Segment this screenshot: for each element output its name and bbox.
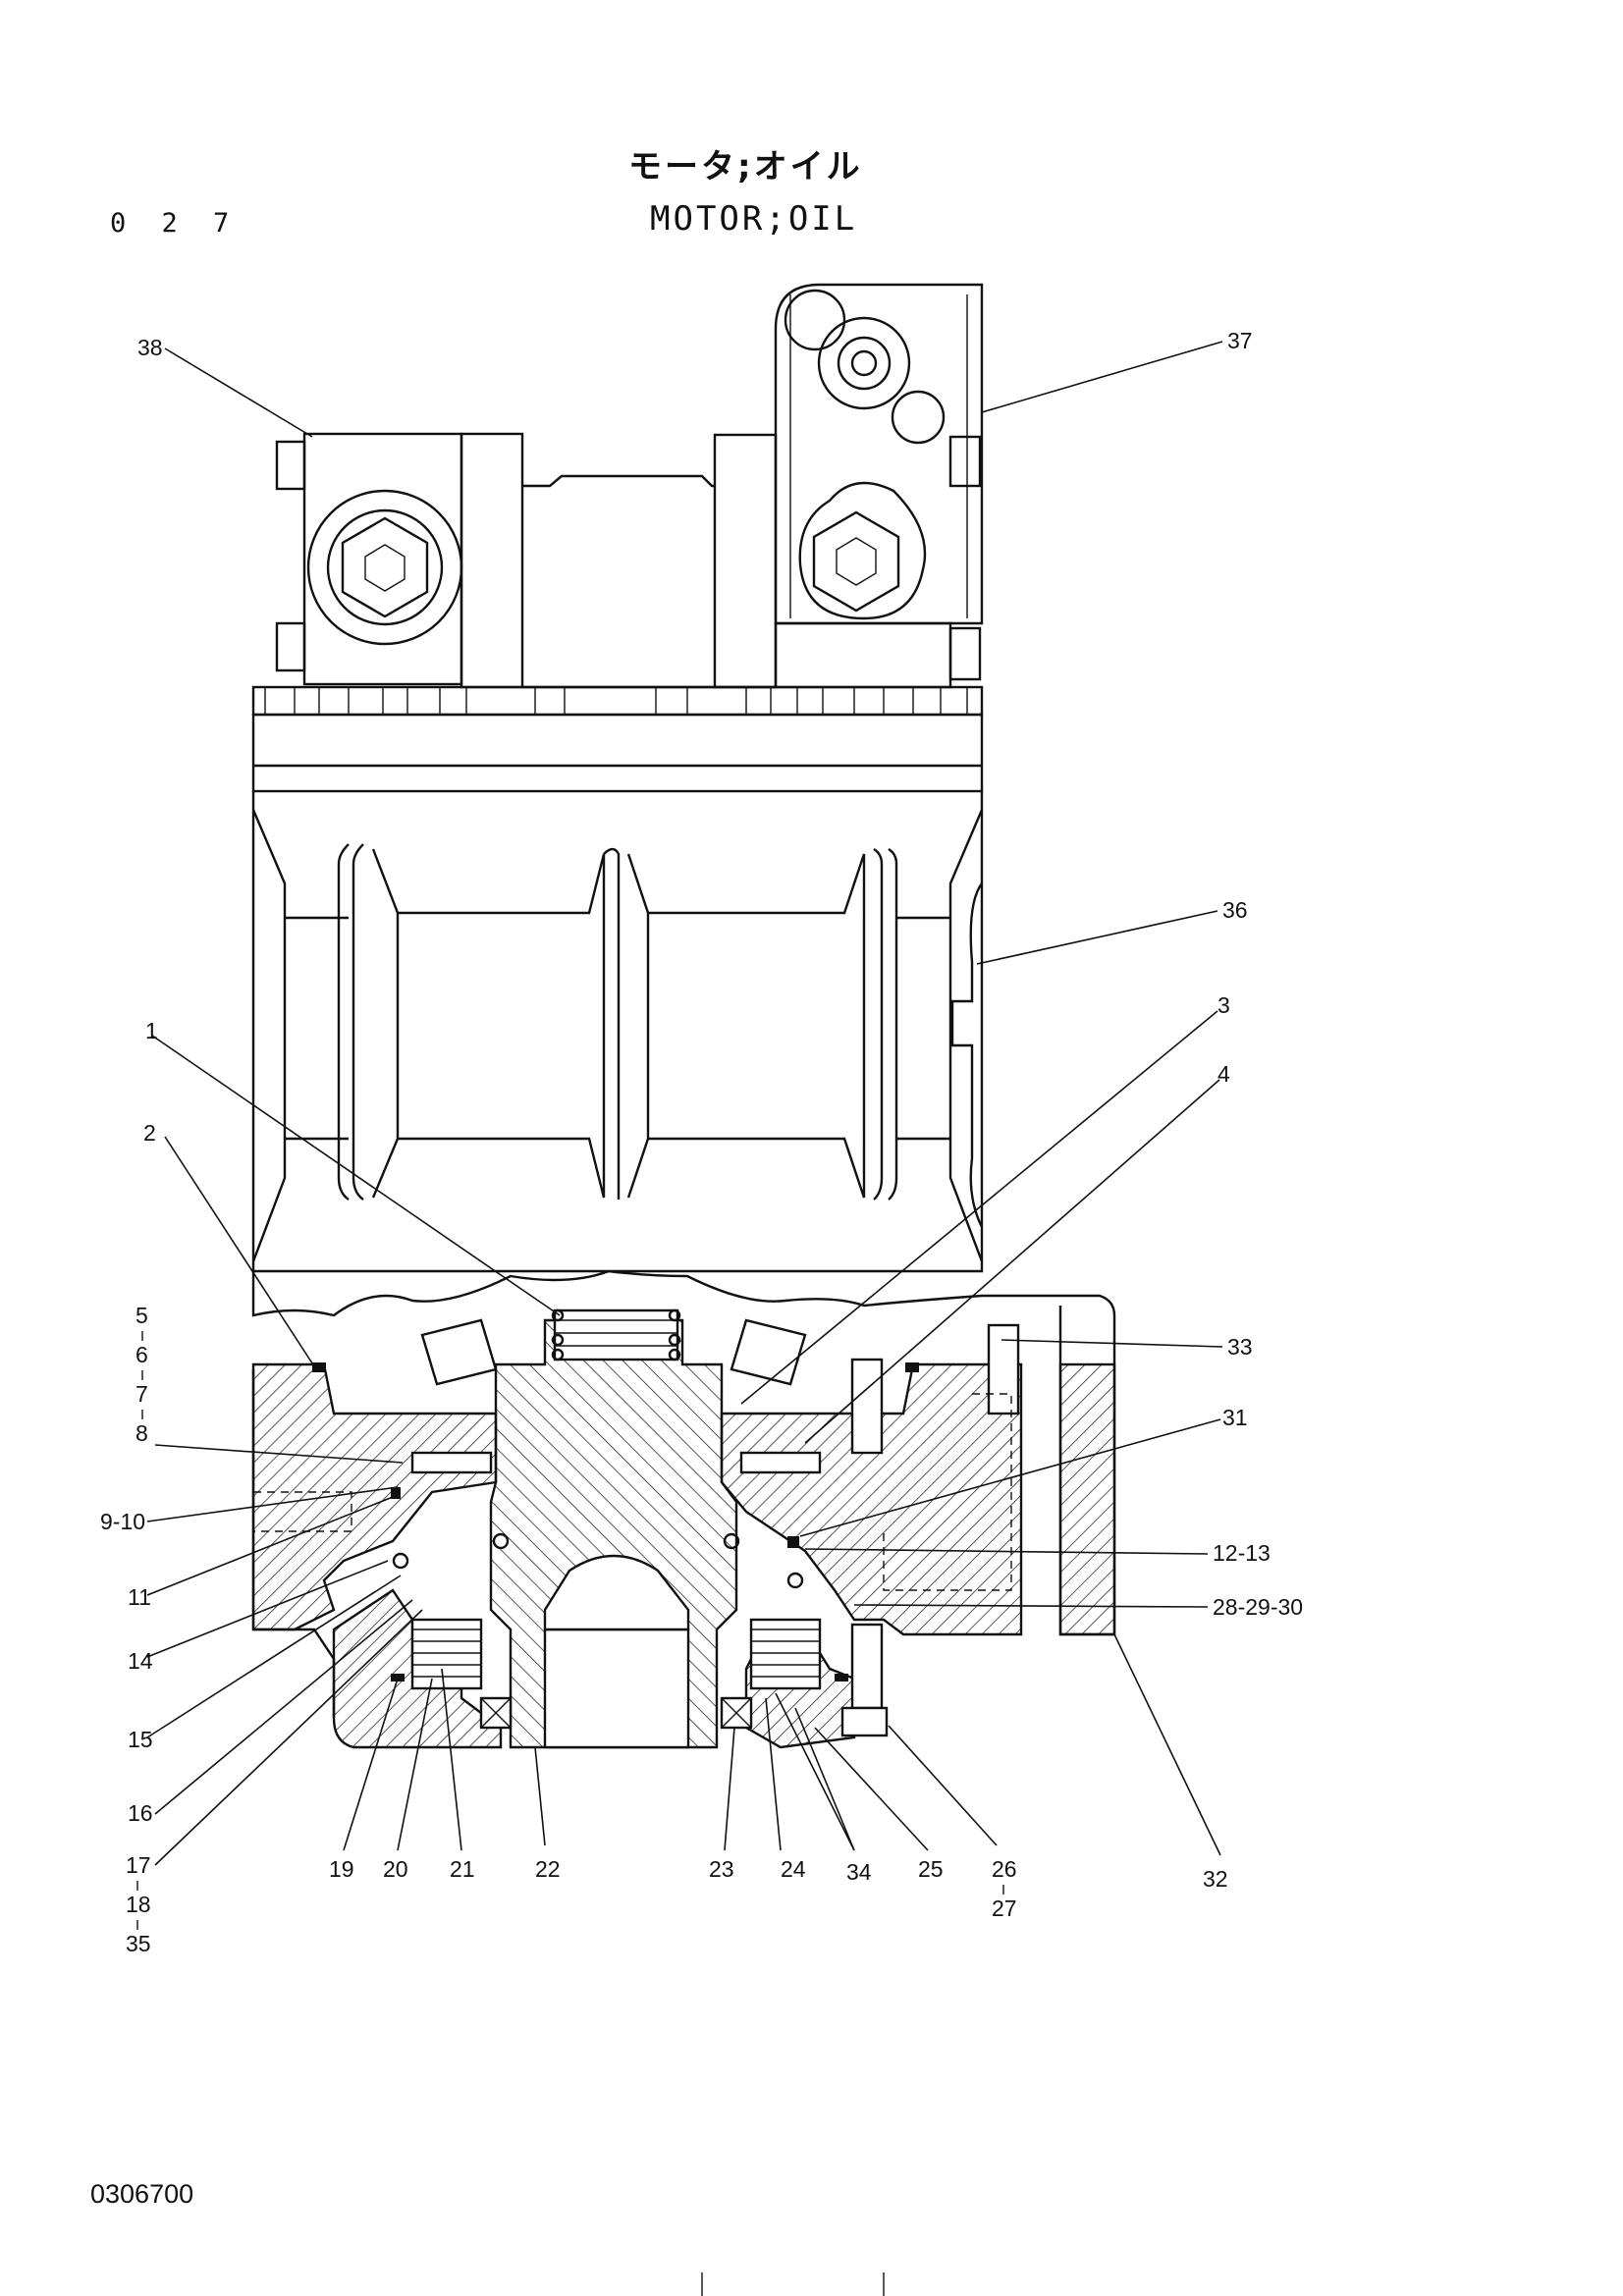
callout-34: 34 [846, 1859, 872, 1885]
callout-12-13: 12-13 [1213, 1540, 1271, 1566]
top-valve-assembly [275, 283, 984, 689]
callout-3: 3 [1217, 992, 1230, 1018]
callout-9-10: 9-10 [100, 1509, 145, 1534]
callout-33: 33 [1227, 1334, 1253, 1360]
callout-16: 16 [128, 1800, 153, 1826]
callout-14: 14 [128, 1648, 153, 1674]
callout-25: 25 [918, 1856, 944, 1882]
title-english: MOTOR;OIL [650, 199, 858, 239]
callout-22: 22 [535, 1856, 561, 1882]
callout-11: 11 [128, 1584, 151, 1610]
callout-20: 20 [383, 1856, 408, 1882]
callout-38: 38 [137, 335, 163, 360]
callout-labels: 38 37 36 1 3 4 2 5 6 7 8 33 31 9-10 12-1… [100, 328, 1303, 1956]
callout-6: 6 [135, 1342, 148, 1367]
callout-15: 15 [128, 1727, 153, 1752]
lower-cross-section [251, 1269, 1116, 1749]
callout-23: 23 [709, 1856, 734, 1882]
callout-7: 7 [135, 1381, 148, 1407]
title-japanese: モータ;オイル [628, 147, 863, 187]
leader-lines [146, 341, 1223, 1866]
callout-19: 19 [329, 1856, 354, 1882]
callout-8: 8 [135, 1420, 148, 1446]
callout-2: 2 [143, 1120, 156, 1146]
motor-drum-housing [251, 791, 984, 1273]
callout-18: 18 [126, 1892, 151, 1917]
callout-31: 31 [1222, 1405, 1248, 1430]
callout-32: 32 [1203, 1866, 1228, 1892]
callout-36: 36 [1222, 897, 1248, 923]
callout-24: 24 [781, 1856, 806, 1882]
callout-35: 35 [126, 1931, 151, 1956]
scan-artifact [701, 2272, 885, 2296]
callout-4: 4 [1217, 1061, 1230, 1087]
callout-21: 21 [450, 1856, 475, 1882]
callout-37: 37 [1227, 328, 1253, 353]
callout-17: 17 [126, 1852, 151, 1878]
page-number: 0 2 7 [110, 208, 240, 239]
callout-5: 5 [135, 1303, 148, 1328]
flange-bolt-row [251, 685, 984, 793]
callout-26: 26 [992, 1856, 1017, 1882]
callout-1: 1 [145, 1018, 158, 1043]
callout-27: 27 [992, 1896, 1017, 1921]
callout-28-29-30: 28-29-30 [1213, 1594, 1303, 1620]
document-code: 0306700 [90, 2179, 194, 2209]
